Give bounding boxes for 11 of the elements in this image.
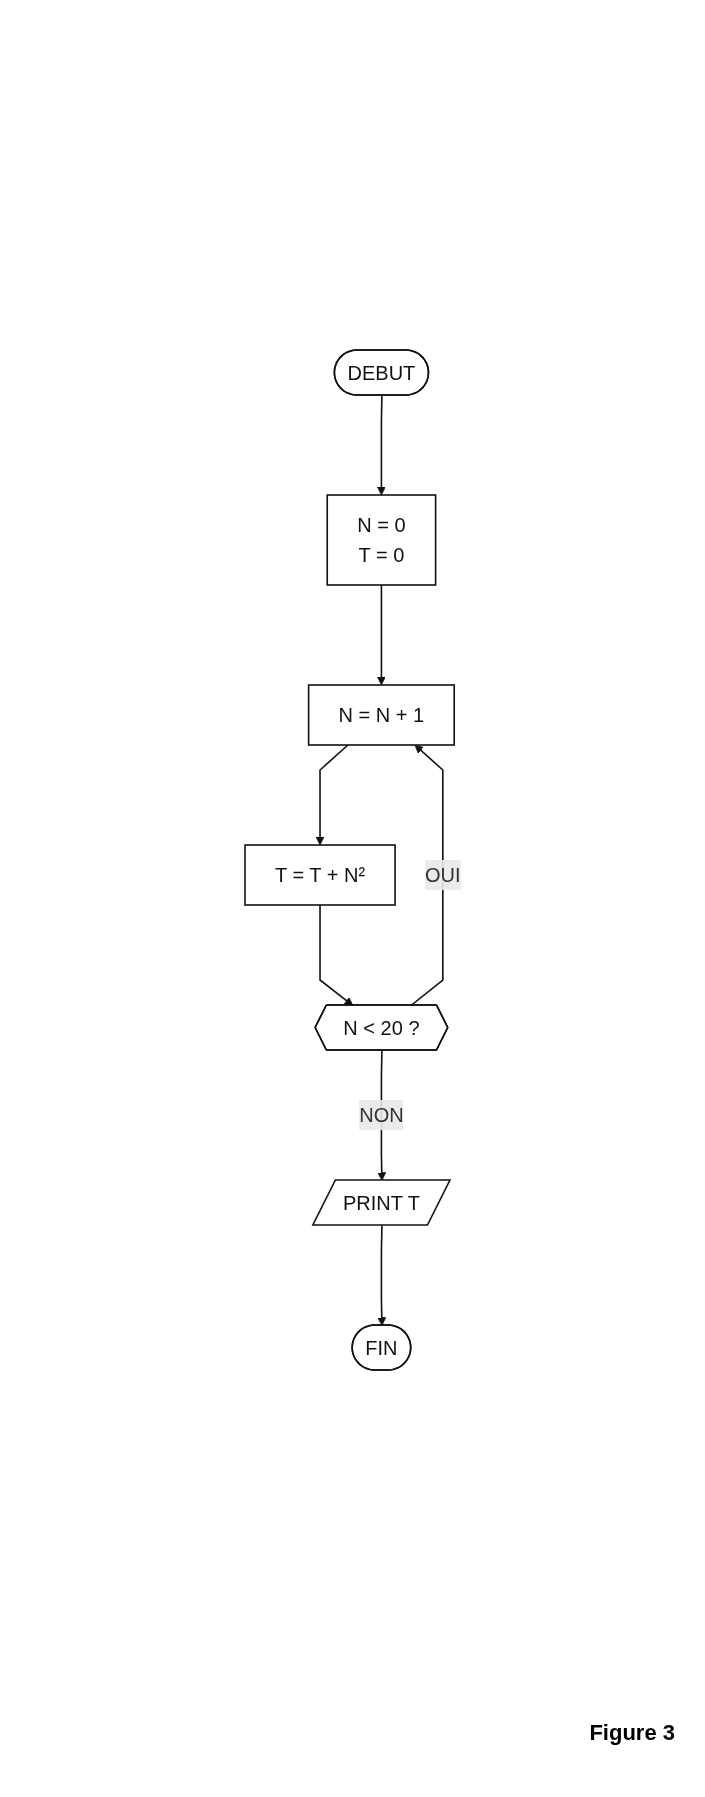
node-box: N = 0 T = 0 [326,494,437,586]
figure-caption: Figure 3 [588,1720,676,1746]
node-box: T = T + N² [243,844,396,906]
edge-label: NON [358,1104,404,1126]
arrow [409,744,444,1007]
arrow [315,744,349,846]
arrow [376,584,386,686]
arrow [376,394,386,496]
arrow [318,904,353,1006]
node-box: N = N + 1 [307,684,455,746]
edge-label: OUI [424,864,461,886]
